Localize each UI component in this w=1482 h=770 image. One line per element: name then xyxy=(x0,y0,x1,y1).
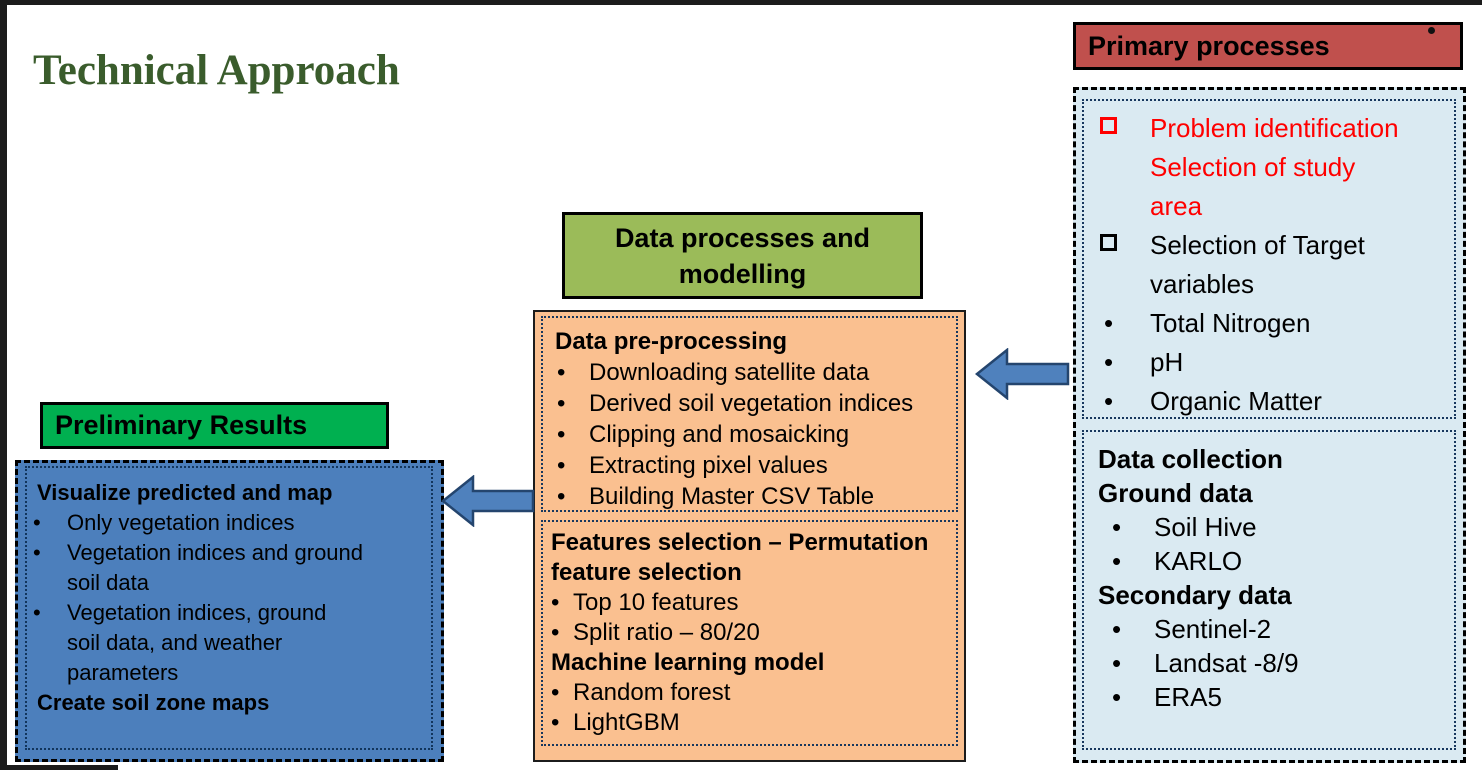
bullet-dot-icon xyxy=(1098,612,1154,646)
ml-model-item: LightGBM xyxy=(573,709,680,736)
target-variables-text: Selection of Target variables xyxy=(1150,230,1365,299)
bullet-dot-icon xyxy=(555,419,589,450)
list-item: Organic Matter xyxy=(1098,382,1450,421)
list-item: pH xyxy=(1098,343,1450,382)
list-item: Derived soil vegetation indices xyxy=(555,388,952,419)
bullet-dot-icon xyxy=(1098,382,1150,421)
data-collection-box: Data collection Ground data Soil Hive KA… xyxy=(1082,430,1456,750)
list-item: Problem identification Selection of stud… xyxy=(1098,109,1450,226)
bullet-dot-icon xyxy=(555,357,589,388)
list-item: Split ratio – 80/20 xyxy=(551,618,952,648)
data-processes-header: Data processes and modelling xyxy=(562,212,923,299)
primary-processes-header: Primary processes xyxy=(1073,22,1463,70)
target-variable-item: pH xyxy=(1150,347,1184,377)
list-item: LightGBM xyxy=(551,708,952,738)
bullet-dot-icon xyxy=(551,678,573,708)
ground-data-title: Ground data xyxy=(1098,478,1253,508)
bullet-dot-icon xyxy=(551,588,573,618)
data-preprocessing-box: Data pre-processing Downloading satellit… xyxy=(541,316,958,512)
data-processes-header-label: Data processes and modelling xyxy=(614,222,871,289)
secondary-data-item: ERA5 xyxy=(1154,682,1222,712)
secondary-data-title: Secondary data xyxy=(1098,580,1292,610)
list-item: ERA5 xyxy=(1098,680,1450,714)
bullet-dot-icon xyxy=(29,508,67,538)
arrow-process-to-results-icon xyxy=(441,475,535,527)
list-item: Top 10 features xyxy=(551,588,952,618)
bullet-dot-icon xyxy=(551,618,573,648)
list-item: Random forest xyxy=(551,678,952,708)
checkbox-bullet-icon xyxy=(1100,117,1117,134)
data-preprocessing-title: Data pre-processing xyxy=(555,328,788,355)
data-processes-box xyxy=(533,310,966,762)
target-variable-item: Organic Matter xyxy=(1150,386,1322,416)
list-item: KARLO xyxy=(1098,544,1450,578)
list-item: Selection of Target variables xyxy=(1098,226,1450,304)
results-item: Only vegetation indices xyxy=(67,510,295,535)
preliminary-results-box xyxy=(15,460,444,762)
preprocessing-item: Extracting pixel values xyxy=(589,452,828,479)
list-item: Clipping and mosaicking xyxy=(555,419,952,450)
results-item: Vegetation indices and ground soil data xyxy=(67,540,364,595)
list-item: Building Master CSV Table xyxy=(555,481,952,512)
slide-frame-top xyxy=(0,0,1482,5)
list-item: Landsat -8/9 xyxy=(1098,646,1450,680)
ground-data-item: KARLO xyxy=(1154,546,1243,576)
modelling-box: Features selection – Permutation feature… xyxy=(541,520,958,746)
preliminary-results-inner-box: Visualize predicted and map Only vegetat… xyxy=(25,466,433,750)
features-item: Top 10 features xyxy=(573,589,739,616)
list-item: Sentinel-2 xyxy=(1098,612,1450,646)
list-item: Soil Hive xyxy=(1098,510,1450,544)
secondary-data-item: Landsat -8/9 xyxy=(1154,648,1299,678)
features-selection-title: Features selection – Permutation feature… xyxy=(551,529,929,586)
checkbox-bullet-icon xyxy=(1100,234,1117,251)
bullet-dot-icon xyxy=(555,450,589,481)
list-item: Vegetation indices and ground soil data xyxy=(29,538,425,598)
bullet-dot-icon xyxy=(1098,680,1154,714)
bullet-dot-icon xyxy=(1098,304,1150,343)
preprocessing-item: Downloading satellite data xyxy=(589,359,870,386)
bullet-dot-icon xyxy=(1098,544,1154,578)
bullet-dot-icon xyxy=(1098,646,1154,680)
bullet-dot-icon xyxy=(555,481,589,512)
preprocessing-item: Derived soil vegetation indices xyxy=(589,390,914,417)
slide-frame-bottom xyxy=(0,765,118,770)
slide-title: Technical Approach xyxy=(33,47,400,94)
list-item: Extracting pixel values xyxy=(555,450,952,481)
problem-identification-text: Problem identification Selection of stud… xyxy=(1150,113,1399,221)
bullet-col xyxy=(1098,109,1150,134)
list-item: Only vegetation indices xyxy=(29,508,425,538)
bullet-dot-icon xyxy=(29,598,67,628)
results-item: Vegetation indices, ground soil data, an… xyxy=(67,600,327,685)
visualize-title: Visualize predicted and map xyxy=(37,480,333,505)
preliminary-results-header: Preliminary Results xyxy=(40,402,389,449)
target-variable-item: Total Nitrogen xyxy=(1150,308,1311,338)
ml-model-item: Random forest xyxy=(573,679,731,706)
ml-model-title: Machine learning model xyxy=(551,649,825,676)
bullet-dot-icon xyxy=(29,538,67,568)
secondary-data-item: Sentinel-2 xyxy=(1154,614,1272,644)
arrow-primary-to-process-icon xyxy=(975,348,1070,400)
list-item: Total Nitrogen xyxy=(1098,304,1450,343)
bullet-dot-icon xyxy=(551,708,573,738)
soil-zone-maps-title: Create soil zone maps xyxy=(37,690,270,715)
features-item: Split ratio – 80/20 xyxy=(573,619,760,646)
bullet-dot-icon xyxy=(1098,510,1154,544)
slide-frame-left xyxy=(0,0,7,770)
problem-identification-box: Problem identification Selection of stud… xyxy=(1082,99,1456,419)
bullet-dot-icon xyxy=(555,388,589,419)
preprocessing-item: Building Master CSV Table xyxy=(589,483,875,510)
preprocessing-item: Clipping and mosaicking xyxy=(589,421,850,448)
list-item: Downloading satellite data xyxy=(555,357,952,388)
stray-dot xyxy=(1428,27,1435,34)
data-collection-title: Data collection xyxy=(1098,444,1283,474)
bullet-dot-icon xyxy=(1098,343,1150,382)
bullet-col xyxy=(1098,226,1150,251)
list-item: Vegetation indices, ground soil data, an… xyxy=(29,598,425,688)
ground-data-item: Soil Hive xyxy=(1154,512,1257,542)
